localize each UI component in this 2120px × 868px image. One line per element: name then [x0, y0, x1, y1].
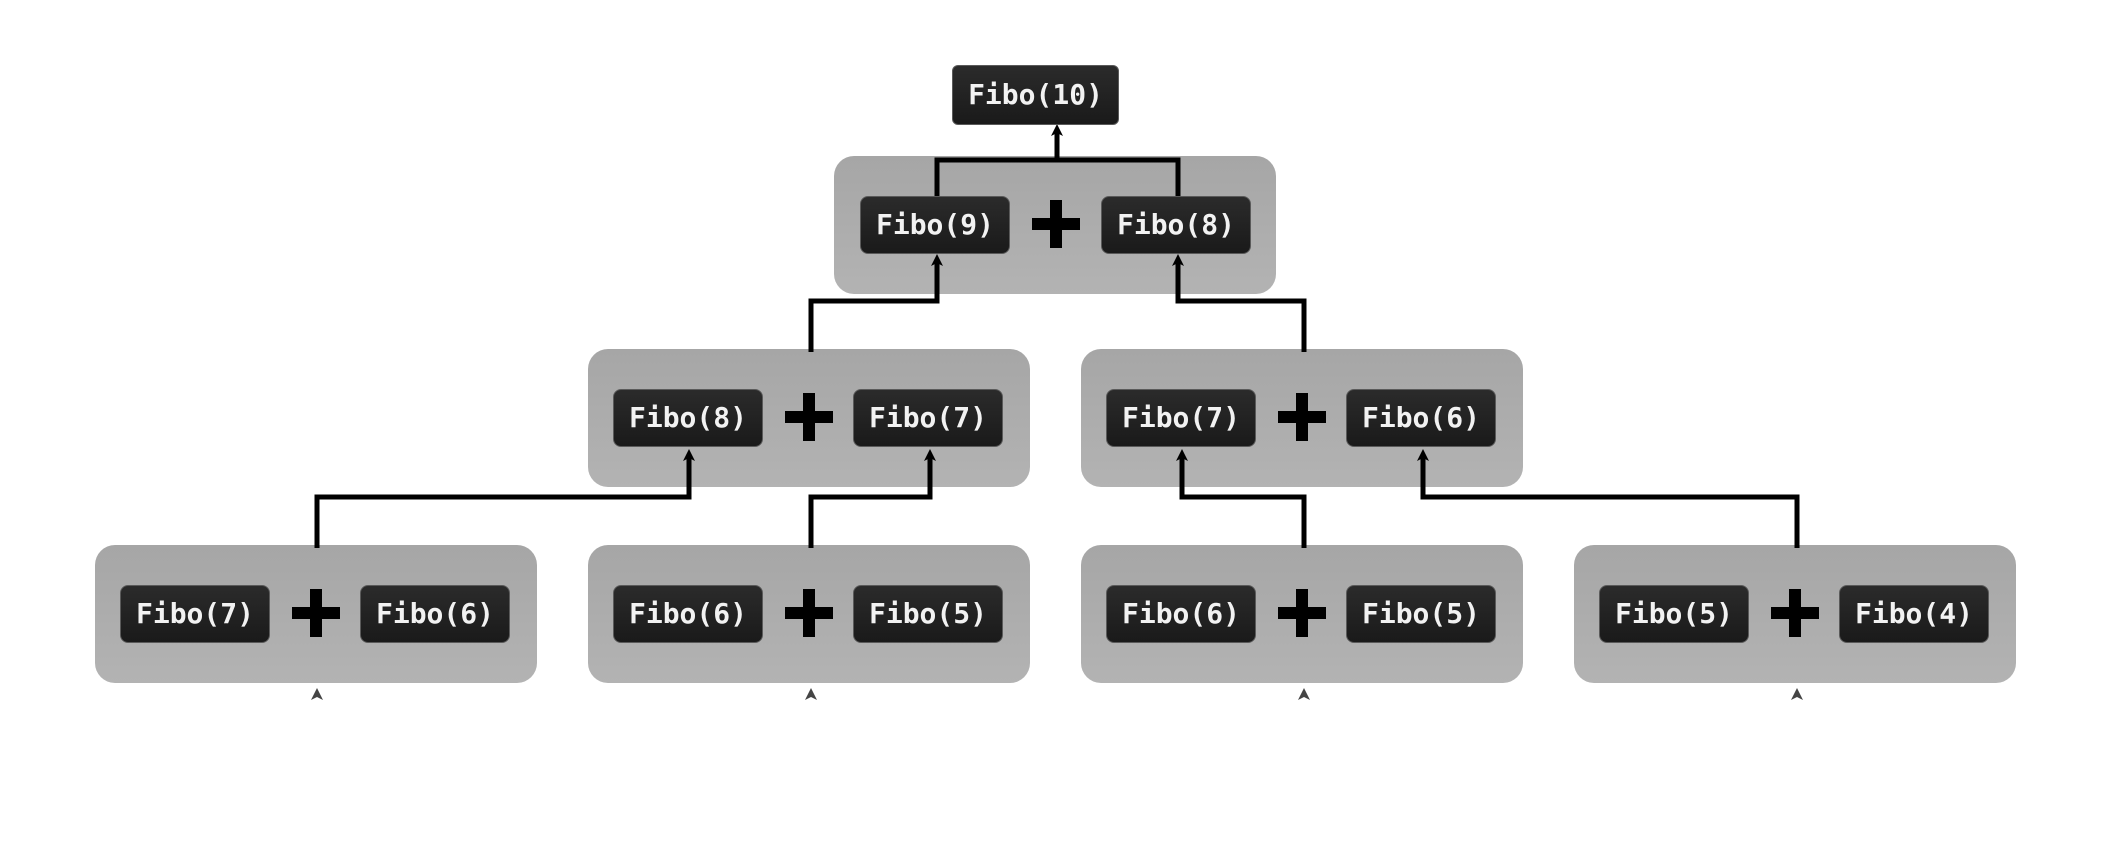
node-level3-2-left: Fibo(6)	[613, 585, 763, 643]
node-level3-4-right: Fibo(4)	[1839, 585, 1989, 643]
plus-icon	[1278, 393, 1326, 441]
connector-to-fibo9	[808, 254, 943, 352]
node-level3-2-right: Fibo(5)	[853, 585, 1003, 643]
connector-group3-to-fibo7	[1176, 449, 1307, 548]
node-level3-3-right: Fibo(5)	[1346, 585, 1496, 643]
plus-icon	[292, 589, 340, 637]
connector-group1-to-fibo8	[314, 449, 695, 548]
node-level3-3-left: Fibo(6)	[1106, 585, 1256, 643]
node-level2-1-right: Fibo(7)	[853, 389, 1003, 447]
node-level2-1-left: Fibo(8)	[613, 389, 763, 447]
node-level1-right: Fibo(8)	[1101, 196, 1251, 254]
connector-group2-to-fibo7	[808, 449, 936, 548]
node-level3-1-right: Fibo(6)	[360, 585, 510, 643]
plus-icon	[785, 393, 833, 441]
node-root: Fibo(10)	[952, 65, 1119, 125]
connector-group4-to-fibo6	[1417, 449, 1800, 548]
node-level2-2-left: Fibo(7)	[1106, 389, 1256, 447]
plus-icon	[785, 589, 833, 637]
incoming-arrows	[311, 688, 1803, 822]
node-level3-4-left: Fibo(5)	[1599, 585, 1749, 643]
node-level2-2-right: Fibo(6)	[1346, 389, 1496, 447]
connector-to-fibo8	[1172, 254, 1307, 352]
node-level1-left: Fibo(9)	[860, 196, 1010, 254]
node-level3-1-left: Fibo(7)	[120, 585, 270, 643]
plus-icon	[1278, 589, 1326, 637]
plus-icon	[1771, 589, 1819, 637]
plus-icon	[1032, 200, 1080, 248]
connector-fibo9-fibo8-to-fibo10	[934, 130, 1181, 196]
